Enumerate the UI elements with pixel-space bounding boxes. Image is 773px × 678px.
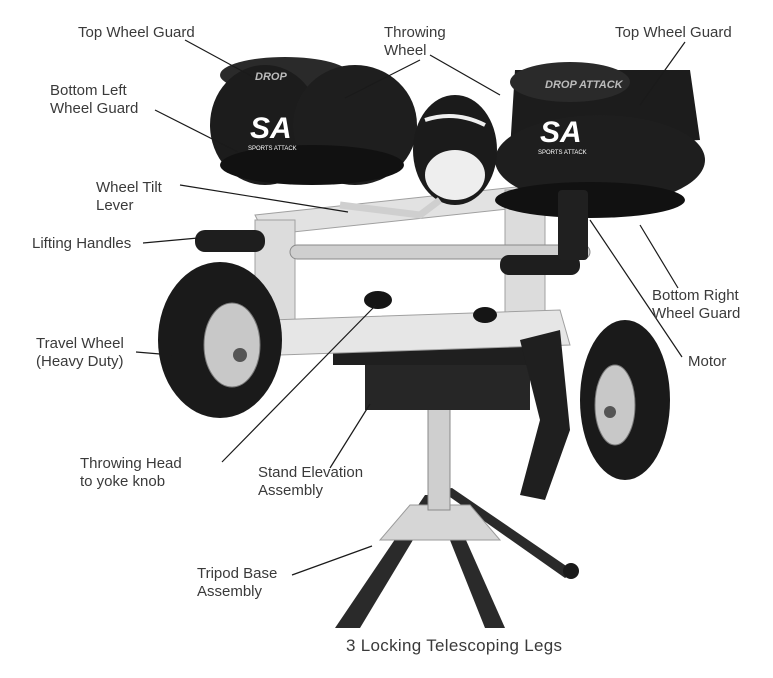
wheel-guard-left	[210, 57, 417, 185]
label-bottom-left-line1: Bottom Left	[50, 82, 127, 99]
logo-sa-right: SA	[540, 116, 582, 149]
label-bottom-left-wheel-guard: Bottom Left Wheel Guard	[50, 82, 138, 118]
label-stand-elevation: Stand Elevation Assembly	[258, 464, 363, 500]
lifting-handle-left	[195, 230, 265, 252]
stand-pole	[427, 399, 451, 511]
logo-sa-left: SA	[250, 112, 292, 145]
label-top-wheel-guard-left: Top Wheel Guard	[78, 24, 195, 41]
label-travel-wheel: Travel Wheel (Heavy Duty)	[36, 335, 124, 371]
logo-sa-left-sub: SPORTS ATTACK	[248, 146, 297, 152]
motor	[558, 190, 588, 260]
caption: 3 Locking Telescoping Legs	[346, 636, 563, 655]
label-stand-elevation-line2: Assembly	[258, 482, 324, 499]
label-lifting-handles: Lifting Handles	[32, 235, 132, 252]
label-throwing-head-line1: Throwing Head	[80, 455, 182, 472]
label-bottom-left-line2: Wheel Guard	[50, 100, 139, 117]
label-wheel-tilt-line1: Wheel Tilt	[96, 179, 162, 196]
label-travel-wheel-line2: (Heavy Duty)	[36, 353, 124, 370]
label-tripod-base-line2: Assembly	[197, 583, 263, 600]
label-wheel-tilt-lever: Wheel Tilt Lever	[96, 179, 162, 215]
label-bottom-right-line2: Wheel Guard	[652, 305, 741, 322]
guard-decal-left: DROP	[255, 71, 287, 83]
label-wheel-tilt-line2: Lever	[96, 197, 134, 214]
label-motor: Motor	[688, 353, 727, 370]
yoke-knob-left	[364, 291, 392, 309]
wheel-guard-right	[495, 62, 705, 218]
label-tripod-base: Tripod Base Assembly	[197, 565, 277, 601]
label-throwing-head-line2: to yoke knob	[80, 473, 166, 490]
logo-sa-right-sub: SPORTS ATTACK	[538, 150, 587, 156]
yoke-knob-right	[473, 307, 497, 323]
lifting-handle-right	[500, 255, 580, 275]
label-throwing-wheel: Throwing Wheel	[384, 24, 446, 60]
label-stand-elevation-line1: Stand Elevation	[258, 464, 364, 481]
travel-wheel-right	[580, 320, 670, 480]
tripod-base	[335, 488, 579, 628]
label-travel-wheel-line1: Travel Wheel	[36, 335, 124, 352]
guard-decal-right: DROP ATTACK	[545, 79, 624, 91]
label-bottom-right-line1: Bottom Right	[652, 287, 739, 304]
label-throwing-head-knob: Throwing Head to yoke knob	[80, 455, 182, 491]
label-throwing-wheel-line2: Wheel	[384, 42, 427, 59]
wheel-tilt-lever	[339, 197, 443, 219]
label-top-wheel-guard-right: Top Wheel Guard	[615, 24, 732, 41]
label-tripod-base-line1: Tripod Base	[197, 565, 278, 582]
travel-wheel-left	[158, 262, 282, 418]
label-throwing-wheel-line1: Throwing	[384, 24, 446, 41]
leader-lines	[135, 39, 686, 576]
ball	[413, 95, 497, 205]
label-bottom-right-wheel-guard: Bottom Right Wheel Guard	[652, 287, 740, 323]
